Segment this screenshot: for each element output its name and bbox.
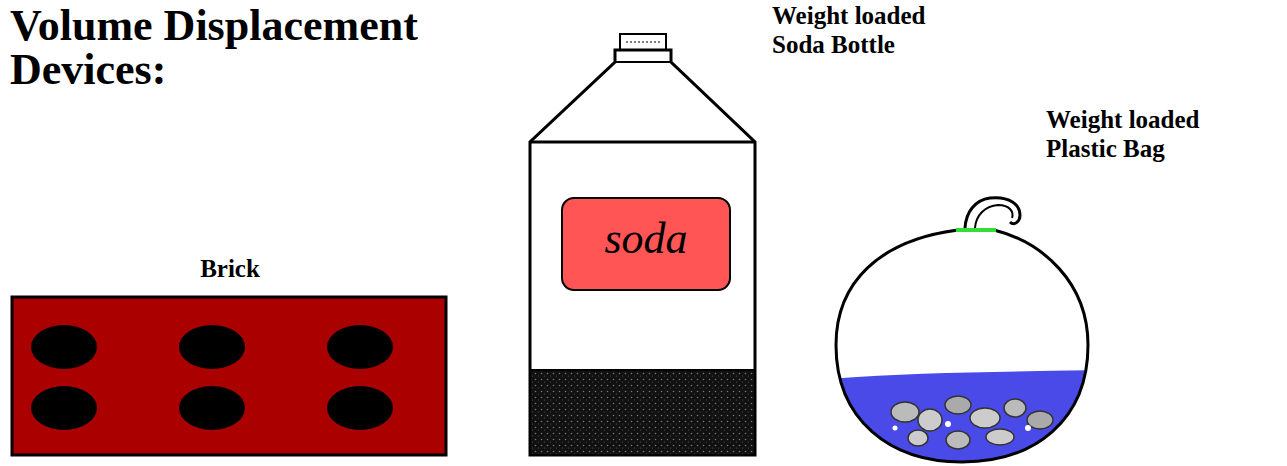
soda-bottle-drawing [530, 34, 755, 455]
bottle-label-text: soda [562, 214, 730, 265]
part-label: Brick [10, 255, 450, 284]
plastic-bag-drawing [820, 198, 1100, 466]
title: Volume Displacement Devices: [10, 4, 480, 92]
brick-node: Brick [10, 255, 450, 460]
soda-bottle-node: Weight loaded Soda Bottle soda [520, 0, 960, 460]
part-label: Weight loaded Plastic Bag [1046, 106, 1256, 164]
brick-drawing [12, 297, 446, 455]
plastic-bag-node: Weight loaded Plastic Bag [830, 100, 1287, 466]
part-label: Weight loaded Soda Bottle [772, 2, 960, 60]
